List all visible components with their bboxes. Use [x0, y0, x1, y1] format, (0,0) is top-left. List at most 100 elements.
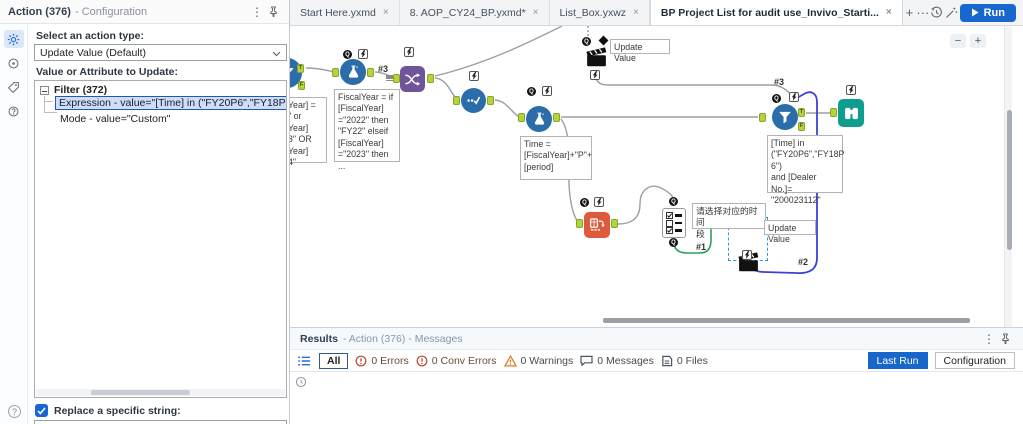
filter-input-anchor[interactable] — [759, 113, 766, 122]
message-list-icon[interactable] — [296, 353, 312, 369]
select-tool[interactable] — [461, 88, 486, 113]
connection-filter-to-formula[interactable] — [305, 67, 336, 73]
kebab-menu-icon[interactable]: ⋮ — [251, 4, 263, 19]
list-box-tool[interactable] — [662, 208, 686, 238]
action-type-dropdown[interactable]: Update Value (Default) — [34, 44, 287, 61]
close-tab-icon[interactable]: × — [532, 7, 539, 18]
question-anchor-icon[interactable]: Q — [669, 197, 678, 206]
canvas-vertical-scrollbar[interactable] — [1004, 26, 1012, 327]
tree-horizontal-scrollbar[interactable] — [36, 389, 285, 396]
lightning-anchor-icon[interactable] — [742, 250, 752, 260]
select-output-anchor[interactable] — [487, 96, 494, 105]
tab-list-box[interactable]: List_Box.yxwz× — [550, 0, 650, 25]
tree-node-expression[interactable]: Expression - value="[Time] in ("FY20P6",… — [55, 96, 286, 110]
files-count[interactable]: 0 Files — [661, 355, 708, 367]
messages-count[interactable]: 0 Messages — [580, 355, 654, 367]
action-settings-tab-gear-icon[interactable] — [3, 30, 24, 48]
question-anchor-icon[interactable]: Q — [580, 198, 589, 207]
replace-string-input[interactable]: ("FY20P6","FY18P6") — [34, 420, 287, 424]
tree-selected-expression[interactable]: Expression - value="[Time] in ("FY20P6",… — [55, 96, 286, 110]
close-tab-icon[interactable]: × — [885, 7, 892, 18]
action-tool-top[interactable] — [585, 46, 1023, 71]
annotation-filter-expression[interactable]: [Time] in ("FY20P6","FY18P 6") and [Deal… — [767, 135, 844, 205]
browse-input-anchor[interactable] — [830, 108, 837, 117]
replace-string-checkbox[interactable] — [35, 404, 48, 417]
close-tab-icon[interactable]: × — [633, 7, 639, 18]
target-tab-icon[interactable] — [4, 54, 24, 72]
select-input-anchor[interactable] — [453, 96, 460, 105]
kebab-menu-icon[interactable]: ⋮ — [983, 331, 995, 346]
connection-select-to-formula-time[interactable] — [494, 99, 520, 118]
new-tab-button[interactable]: + — [905, 5, 914, 20]
tab-overflow-button[interactable]: ··· — [916, 5, 930, 20]
workflow-canvas[interactable]: T F Year] = " or Year] 3" OR Year] 4" Q … — [290, 26, 1023, 327]
zoom-out-button[interactable]: − — [950, 34, 966, 48]
tab-start-here[interactable]: Start Here.yxmd× — [290, 0, 400, 25]
annotation-formula-time[interactable]: Time = [FiscalYear]+"P"+ [period] — [520, 136, 592, 180]
union-tool[interactable] — [400, 66, 425, 92]
magic-wand-icon[interactable] — [945, 0, 958, 25]
run-history-icon[interactable] — [930, 0, 943, 25]
formula-time-output-anchor[interactable] — [553, 113, 560, 122]
filter-true-anchor[interactable]: T — [297, 64, 304, 73]
action-tool-selected[interactable] — [737, 251, 1023, 276]
annotation-listbox-prompt[interactable]: 请选择对应的时间 段 — [692, 203, 766, 239]
lightning-anchor-icon[interactable] — [542, 86, 552, 96]
tree-node-filter[interactable]: Filter (372) — [54, 84, 108, 96]
filter-false-anchor[interactable]: F — [298, 81, 305, 90]
question-anchor-icon[interactable]: Q — [343, 50, 352, 59]
connection-action-top-to-filter[interactable] — [595, 75, 794, 98]
lightning-anchor-icon[interactable] — [358, 49, 368, 59]
filter-tool-right[interactable] — [772, 104, 798, 130]
refresh-circle-icon[interactable] — [295, 376, 307, 391]
browse-tool[interactable] — [838, 99, 864, 127]
union-output-anchor[interactable] — [427, 74, 434, 83]
tree-node-mode[interactable]: Mode - value="Custom" — [60, 113, 171, 125]
close-tab-icon[interactable]: × — [382, 7, 389, 18]
filter-all-button[interactable]: All — [319, 352, 349, 369]
tree-collapse-icon[interactable] — [40, 86, 49, 95]
help-icon[interactable]: ? — [8, 405, 21, 418]
errors-count[interactable]: 0 Errors — [355, 355, 409, 367]
help-tab-icon[interactable] — [4, 102, 24, 120]
pin-icon[interactable] — [265, 4, 281, 20]
connection-union-to-top[interactable] — [434, 26, 563, 77]
filter-false-anchor[interactable]: F — [798, 122, 805, 131]
question-anchor-icon[interactable]: Q — [582, 37, 591, 46]
value-to-update-tree[interactable]: Filter (372) Expression - value="[Time] … — [34, 80, 287, 398]
union-input-anchor[interactable] — [393, 74, 400, 83]
tab-aop-cy24-bp[interactable]: 8. AOP_CY24_BP.yxmd*× — [400, 0, 550, 25]
connection-union-to-select[interactable] — [434, 77, 457, 99]
filter-true-anchor[interactable]: T — [798, 108, 805, 117]
lightning-anchor-icon[interactable] — [846, 85, 856, 95]
transpose-tool[interactable] — [584, 212, 610, 238]
lightning-anchor-icon[interactable] — [789, 92, 799, 102]
annotation-action-selected[interactable]: Update Value — [764, 220, 816, 244]
zoom-in-button[interactable]: + — [970, 34, 986, 48]
transpose-input-anchor[interactable] — [576, 219, 583, 228]
formula-tool-fiscalyear[interactable] — [340, 59, 366, 85]
lightning-anchor-icon[interactable] — [594, 197, 604, 207]
lightning-anchor-icon[interactable] — [404, 47, 414, 57]
warnings-count[interactable]: 0 Warnings — [503, 354, 573, 367]
conv-errors-count[interactable]: 0 Conv Errors — [416, 355, 497, 367]
lightning-anchor-icon[interactable] — [590, 70, 600, 80]
question-anchor-icon[interactable]: Q — [772, 94, 781, 103]
formula-time-input-anchor[interactable] — [518, 113, 525, 122]
connection-transpose-to-listbox[interactable] — [617, 185, 675, 225]
question-anchor-icon[interactable]: Q — [527, 87, 536, 96]
formula-output-anchor[interactable] — [367, 68, 374, 77]
annotation-formula-fiscalyear[interactable]: FiscalYear = if [FiscalYear] ="2022" the… — [334, 89, 400, 171]
formula-input-anchor[interactable] — [332, 68, 339, 77]
configuration-view-button[interactable]: Configuration — [934, 352, 1015, 369]
pin-icon[interactable] — [997, 331, 1013, 347]
lightning-anchor-icon[interactable] — [469, 71, 479, 81]
canvas-horizontal-scrollbar[interactable] — [603, 318, 970, 323]
question-anchor-icon[interactable]: Q — [669, 238, 678, 247]
annotation-action-top[interactable]: Update Value — [610, 39, 670, 63]
run-button[interactable]: Run — [959, 3, 1016, 22]
formula-tool-time[interactable] — [526, 106, 552, 132]
transpose-output-anchor[interactable] — [611, 219, 618, 228]
last-run-button[interactable]: Last Run — [867, 352, 928, 369]
tab-bp-project-list[interactable]: BP Project List for audit use_Invivo_Sta… — [649, 0, 903, 25]
